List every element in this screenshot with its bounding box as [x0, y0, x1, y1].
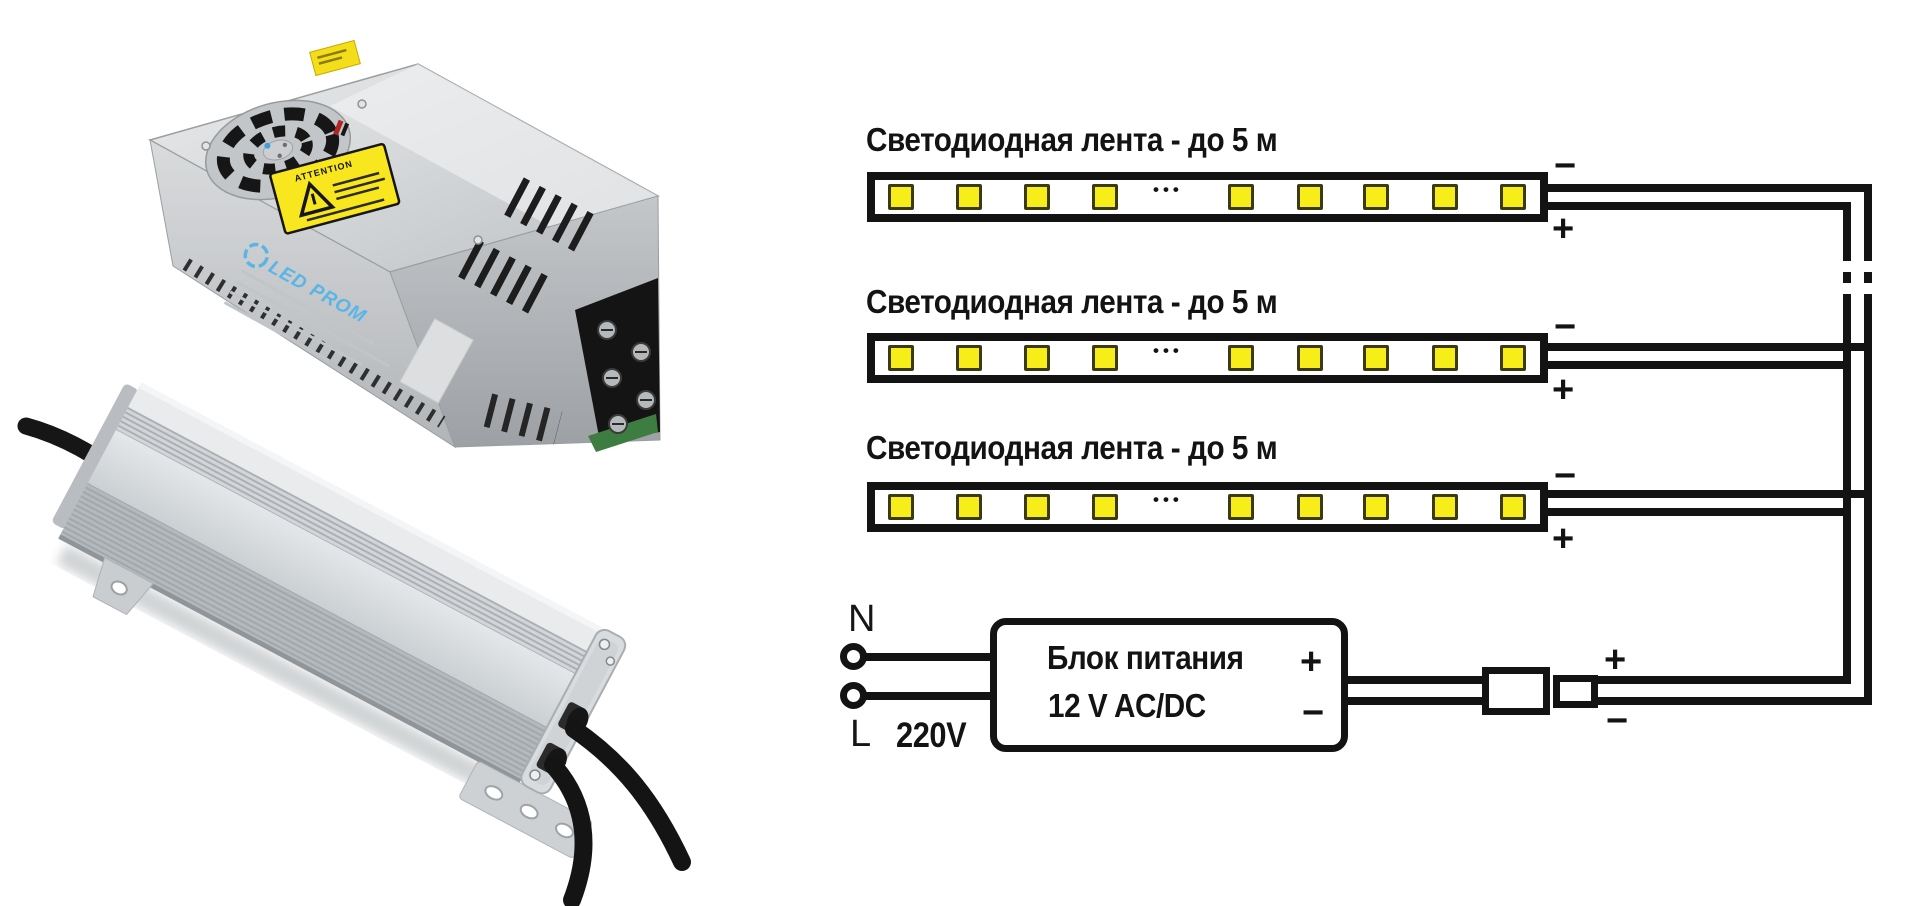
plus-bus — [1843, 202, 1851, 250]
led-chip — [1024, 184, 1050, 210]
led-chip — [1092, 494, 1118, 520]
led-strip-3: ••• — [867, 482, 1548, 532]
plus-bus — [1843, 294, 1851, 684]
yellow-label — [309, 39, 361, 77]
led-chip — [1500, 345, 1526, 371]
output-cable — [565, 720, 691, 871]
terminal-block — [575, 278, 660, 452]
neutral-terminal — [840, 643, 867, 670]
line-wire — [866, 692, 990, 700]
led-prom-logo: LED PROM — [223, 242, 390, 368]
minus-bus — [1864, 184, 1872, 250]
led-continuation-dots: ••• — [1153, 180, 1183, 199]
led-continuation-dots: ••• — [1153, 490, 1183, 509]
led-chip — [1297, 184, 1323, 210]
strip1-plus-label: + — [1552, 208, 1575, 250]
led-chip — [956, 345, 982, 371]
led-chip — [1297, 345, 1323, 371]
strip3-plus-wire — [1548, 508, 1851, 516]
power-supply-block: Блок питания 12 V AC/DC + − — [990, 618, 1348, 752]
connector-socket — [1553, 675, 1598, 708]
strip3-minus-wire — [1548, 490, 1872, 498]
led-chip — [956, 184, 982, 210]
led-chip — [1432, 494, 1458, 520]
led-chip — [1092, 184, 1118, 210]
led-chip — [1092, 345, 1118, 371]
psu-plus-out — [1348, 676, 1482, 684]
psu-minus-label: − — [1302, 692, 1325, 734]
waterproof-driver-photo — [17, 382, 691, 906]
case-screws — [201, 99, 483, 245]
connector-plus-label: + — [1604, 639, 1627, 681]
led-chip — [1432, 184, 1458, 210]
strip1-minus-wire — [1548, 184, 1872, 192]
led-strip-2: ••• — [867, 333, 1548, 383]
neutral-wire — [866, 653, 990, 661]
led-chip — [1228, 494, 1254, 520]
strip-label-3: Светодиодная лента - до 5 м — [866, 429, 1278, 466]
led-chip — [1500, 184, 1526, 210]
led-strip-1: ••• — [867, 172, 1548, 222]
led-chip — [1297, 494, 1323, 520]
led-chip — [888, 184, 914, 210]
mesh-power-supply-photo: ATTENTION LED PROM — [148, 39, 661, 452]
led-chip — [1432, 345, 1458, 371]
strip2-minus-label: − — [1554, 306, 1577, 348]
neutral-label: N — [848, 598, 876, 640]
led-chip — [1363, 184, 1389, 210]
psu-minus-out — [1348, 697, 1482, 705]
strip3-plus-label: + — [1552, 518, 1575, 560]
plus-bus-break — [1843, 250, 1851, 294]
mains-voltage-label: 220V — [896, 716, 967, 755]
led-chip — [1024, 494, 1050, 520]
led-chip — [1363, 345, 1389, 371]
strip-label-2: Светодиодная лента - до 5 м — [866, 283, 1278, 320]
led-chip — [1228, 184, 1254, 210]
vent-slots — [458, 239, 550, 315]
output-cable — [544, 756, 593, 906]
led-continuation-dots: ••• — [1153, 341, 1183, 360]
led-chip — [888, 345, 914, 371]
strip1-plus-wire — [1548, 202, 1851, 210]
strip2-minus-wire — [1548, 343, 1872, 351]
minus-bus-break — [1864, 250, 1872, 294]
led-chip — [956, 494, 982, 520]
spec-sticker — [399, 318, 474, 404]
vent-slots — [504, 177, 596, 253]
psu-subtitle: 12 V AC/DC — [1048, 687, 1206, 724]
strip-label-1: Светодиодная лента - до 5 м — [866, 121, 1278, 158]
led-chip — [1500, 494, 1526, 520]
led-chip — [888, 494, 914, 520]
connector-plug — [1482, 667, 1550, 715]
led-chip — [1228, 345, 1254, 371]
connector-minus-label: − — [1606, 700, 1629, 742]
perforations — [182, 258, 446, 428]
strip1-minus-label: − — [1554, 145, 1577, 187]
led-chip — [1363, 494, 1389, 520]
minus-bus — [1864, 294, 1872, 705]
line-terminal — [840, 682, 867, 709]
line-label: L — [850, 713, 872, 755]
psu-plus-label: + — [1300, 641, 1323, 683]
attention-sticker: ATTENTION — [269, 142, 401, 235]
strip2-plus-label: + — [1552, 369, 1575, 411]
led-chip — [1024, 345, 1050, 371]
plus-feeder — [1598, 676, 1851, 684]
strip3-minus-label: − — [1554, 455, 1577, 497]
vent-slots — [483, 393, 563, 445]
strip2-plus-wire — [1548, 361, 1851, 369]
minus-feeder — [1598, 697, 1872, 705]
psu-title: Блок питания — [1047, 639, 1244, 676]
